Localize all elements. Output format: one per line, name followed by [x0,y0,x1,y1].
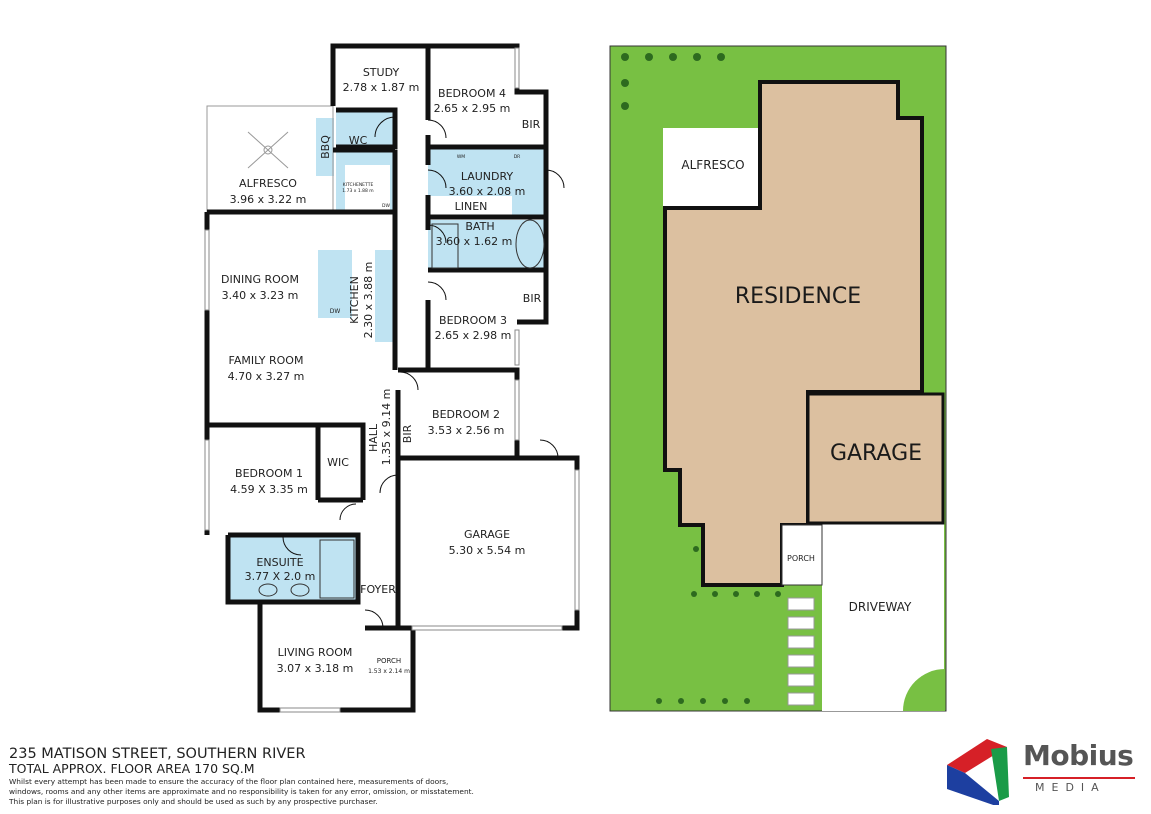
bedroom4-size: 2.65 x 2.95 m [434,102,511,115]
kitchenette-size: 1.73 x 1.88 m [342,188,373,194]
site-driveway-label: DRIVEWAY [849,600,912,614]
bir3-label: BIR [523,292,542,305]
kitchen-label: KITCHEN [348,276,361,324]
door-swings [282,116,565,629]
hall-size: 1.35 x 9.14 m [380,389,393,466]
wc-area [336,110,395,147]
disclaimer-line: This plan is for illustrative purposes o… [9,797,378,806]
site-garage [806,392,945,525]
study-label: STUDY [363,66,400,79]
dishwasher-label: DW [382,203,390,209]
garage-label: GARAGE [464,528,510,541]
disclaimer-line: windows, rooms and any other items are a… [9,787,474,796]
basin [258,583,278,597]
site-residence-label: RESIDENCE [735,284,861,309]
basin [290,583,310,597]
bath-area [428,220,546,270]
room-labels: ALFRESCO 3.96 x 3.22 m STUDY 2.78 x 1.87… [221,66,542,675]
site-garage-label: GARAGE [830,441,922,466]
alfresco-size: 3.96 x 3.22 m [230,193,307,206]
kitchen-island [318,250,352,318]
linen-cupboard [430,196,512,215]
linen-label: LINEN [455,200,488,213]
shrub-icons [621,53,781,704]
wc-label: WC [349,134,368,147]
living-label: LIVING ROOM [278,646,353,659]
logo-subtitle: MEDIA [1035,781,1106,794]
bedroom1-label: BEDROOM 1 [235,467,303,480]
dining-size: 3.40 x 3.23 m [222,289,299,302]
path-steps [787,597,815,706]
laundry-size: 3.60 x 2.08 m [449,185,526,198]
bedroom4-label: BEDROOM 4 [438,87,506,100]
kitchenette-label: KITCHENETTE [343,182,374,188]
logo-rule [1023,777,1135,779]
ensuite-size: 3.77 X 2.0 m [245,570,316,583]
bathtub [515,219,545,269]
bath-shower [431,223,459,269]
bbq-area [316,118,334,176]
family-label: FAMILY ROOM [229,354,304,367]
bedroom1-size: 4.59 X 3.35 m [230,483,308,496]
alfresco-label: ALFRESCO [239,177,297,190]
hall-label: HALL [367,423,380,452]
site-alfresco-label: ALFRESCO [681,158,744,172]
kitchenette-floor [345,165,390,210]
ensuite-label: ENSUITE [256,556,303,569]
bir2-label: BIR [401,424,414,443]
washing-machine-label: WM [457,154,465,160]
porch-label: PORCH [377,657,401,665]
wic-label: WIC [327,456,349,469]
bedroom2-size: 3.53 x 2.56 m [428,424,505,437]
garage-size: 5.30 x 5.54 m [449,544,526,557]
bir4-label: BIR [522,118,541,131]
bedroom3-size: 2.65 x 2.98 m [435,329,512,342]
site-plan: ALFRESCO RESIDENCE GARAGE PORCH DRIVEWAY [609,45,947,712]
site-porch [781,524,823,586]
porch-size: 1.53 x 2.14 m [368,668,410,675]
site-alfresco [663,128,763,208]
site-porch-label: PORCH [787,554,815,563]
kitchen-size: 2.30 x 3.88 m [362,262,375,339]
disclaimer: Whilst every attempt has been made to en… [9,777,474,807]
dining-label: DINING ROOM [221,273,299,286]
study-size: 2.78 x 1.87 m [343,81,420,94]
ensuite-area [228,535,358,602]
windows [204,47,580,713]
ceiling-fan-icon [247,131,289,169]
property-address: 235 MATISON STREET, SOUTHERN RIVER [9,746,306,762]
floor-area: TOTAL APPROX. FLOOR AREA 170 SQ.M [9,761,255,776]
bedroom3-label: BEDROOM 3 [439,314,507,327]
footer: 235 MATISON STREET, SOUTHERN RIVER TOTAL… [9,746,474,807]
family-size: 4.70 x 3.27 m [228,370,305,383]
driveway-lawn-corner [903,669,945,711]
shower [319,539,355,599]
dryer-label: DR [514,154,521,160]
logo-wordmark: Mobius [1023,739,1134,772]
bath-label: BATH [465,220,494,233]
bbq-label: BBQ [319,135,332,159]
living-size: 3.07 x 3.18 m [277,662,354,675]
kitchen-dishwasher-label: DW [330,308,341,315]
laundry-label: LAUNDRY [461,170,514,183]
disclaimer-line: Whilst every attempt has been made to en… [9,777,449,786]
mobius-logo-icon [947,739,1009,805]
foyer-label: FOYER [360,583,396,596]
mobius-media-logo: Mobius MEDIA [945,735,1145,805]
bedroom2-label: BEDROOM 2 [432,408,500,421]
kitchen-counter [375,250,393,342]
bath-size: 3.60 x 1.62 m [436,235,513,248]
